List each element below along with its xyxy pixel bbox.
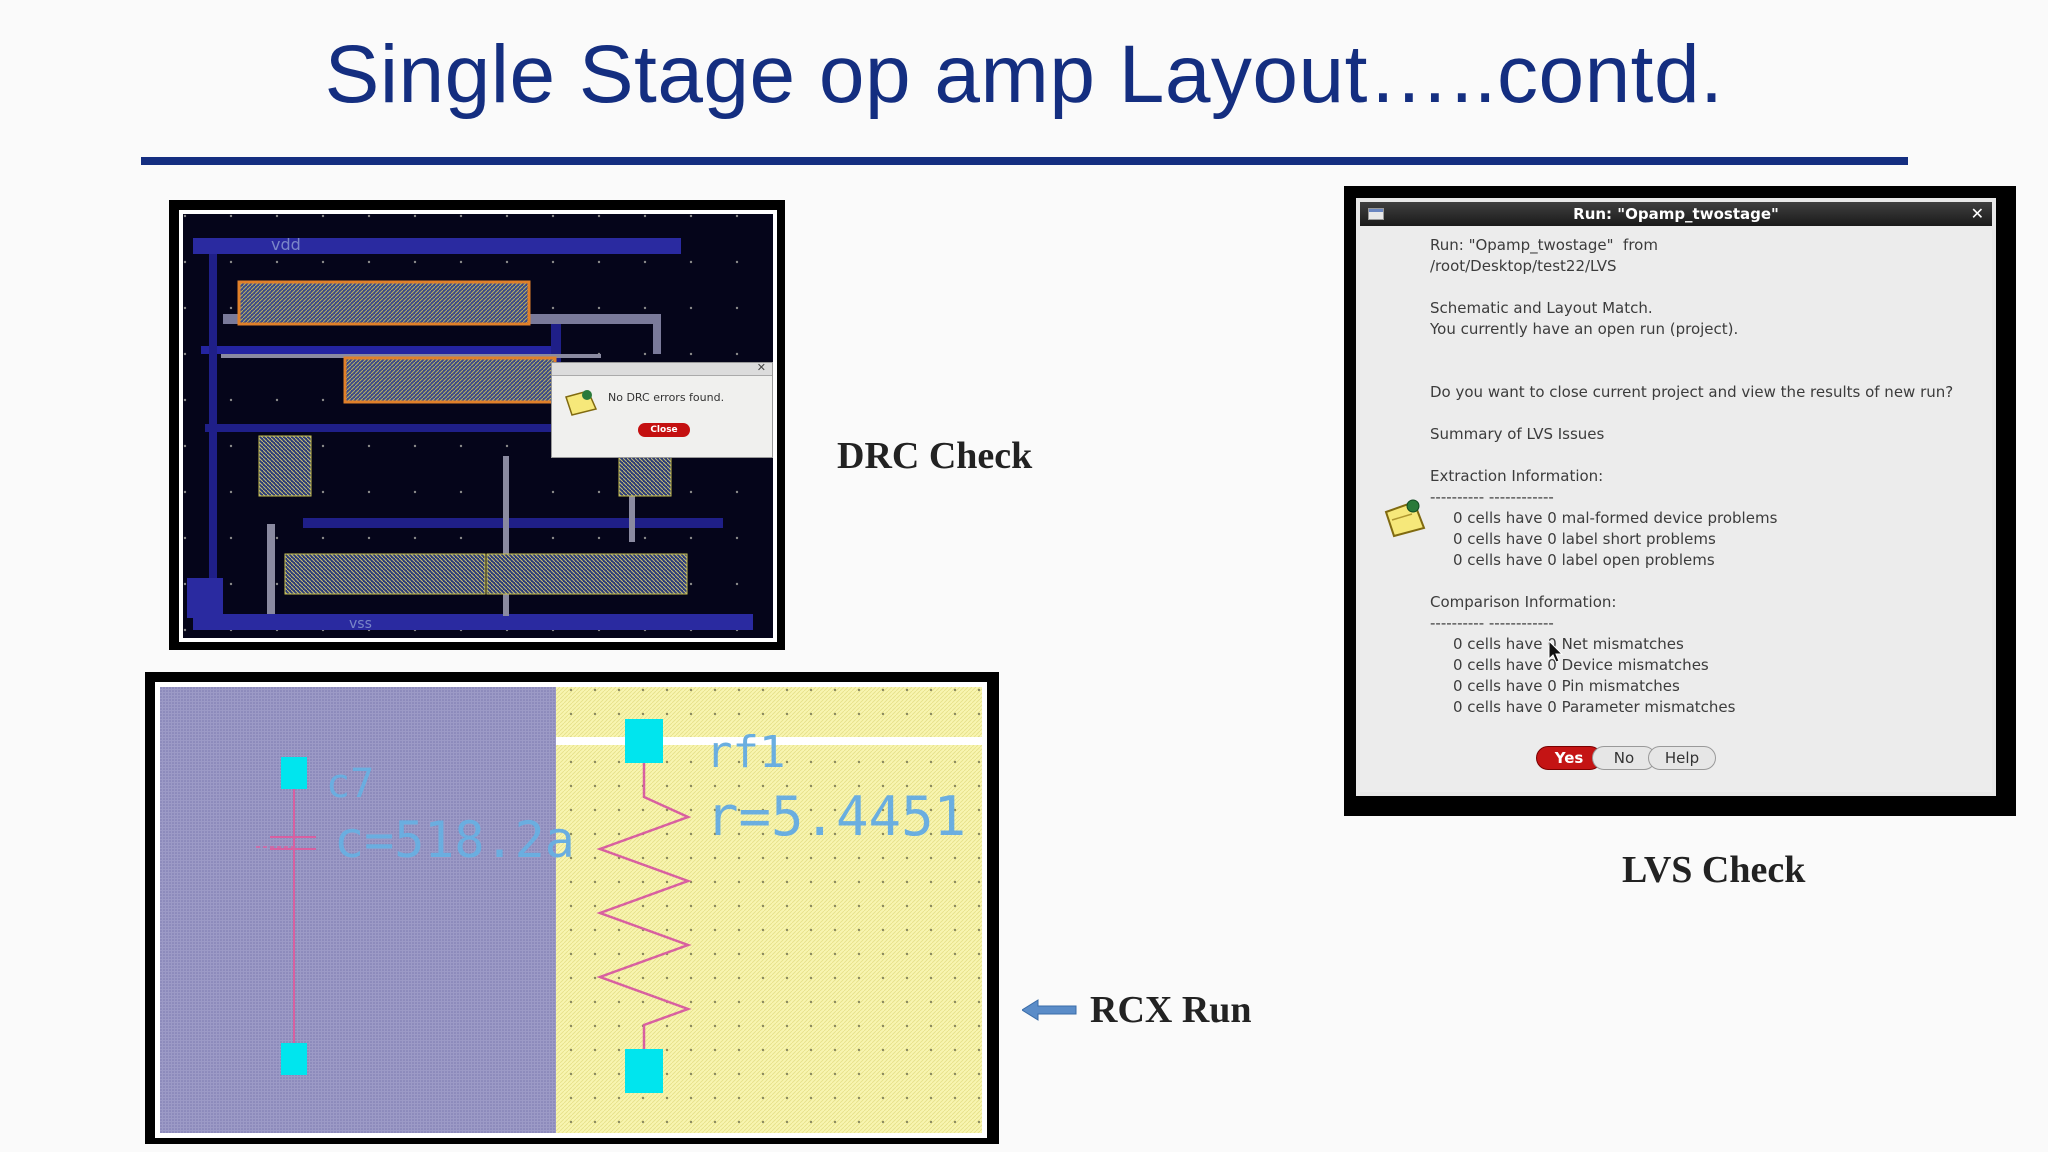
close-button[interactable]: Close xyxy=(638,423,690,437)
resistor-name: rf1 xyxy=(706,727,785,778)
no-button[interactable]: No xyxy=(1592,746,1656,770)
resistor-bottom-pad xyxy=(625,1049,663,1093)
comparison-item: 0 cells have 0 Parameter mismatches xyxy=(1453,698,1736,716)
title-underline xyxy=(141,157,1908,165)
yes-button[interactable]: Yes xyxy=(1536,746,1602,770)
slide-title: Single Stage op amp Layout…..contd. xyxy=(324,29,1724,120)
extraction-heading: Extraction Information: xyxy=(1430,467,1604,485)
drc-caption: DRC Check xyxy=(837,435,1033,477)
close-icon[interactable]: ✕ xyxy=(756,361,766,374)
drc-layout-view: vdd vss ✕ xyxy=(179,210,777,642)
lvs-caption: LVS Check xyxy=(1622,849,1806,891)
rcx-caption: RCX Run xyxy=(1090,989,1252,1031)
rcx-layout-view: c7 c=518.2a rf1 r=5.4451 xyxy=(155,682,987,1138)
rcx-layout-drawing: c7 c=518.2a rf1 r=5.4451 xyxy=(160,687,982,1133)
drc-screenshot: vdd vss ✕ xyxy=(169,200,785,650)
lvs-screenshot: Run: "Opamp_twostage" ✕ Run: "Opamp_twos… xyxy=(1344,186,2016,816)
lvs-dialog-body: Run: "Opamp_twostage" from /root/Desktop… xyxy=(1360,226,1992,792)
rcx-screenshot: c7 c=518.2a rf1 r=5.4451 xyxy=(145,672,999,1144)
summary-heading: Summary of LVS Issues xyxy=(1430,425,1605,443)
extraction-item: 0 cells have 0 mal-formed device problem… xyxy=(1453,509,1778,527)
drc-result-dialog: ✕ No DRC errors found. Close xyxy=(551,361,773,458)
run-line: Run: "Opamp_twostage" from xyxy=(1430,236,1658,254)
lvs-dialog-titlebar: Run: "Opamp_twostage" ✕ xyxy=(1360,202,1992,226)
extraction-item: 0 cells have 0 label open problems xyxy=(1453,551,1715,569)
run-path: /root/Desktop/test22/LVS xyxy=(1430,257,1617,275)
resistor-value: r=5.4451 xyxy=(706,785,966,848)
mouse-cursor-icon xyxy=(1548,640,1564,663)
capacitor-bottom-pad xyxy=(281,1043,307,1075)
comparison-item: 0 cells have 0 Pin mismatches xyxy=(1453,677,1680,695)
comparison-item: 0 cells have 0 Device mismatches xyxy=(1453,656,1709,674)
extraction-item: 0 cells have 0 label short problems xyxy=(1453,530,1716,548)
close-project-question: Do you want to close current project and… xyxy=(1430,383,1954,401)
left-arrow-icon xyxy=(1022,999,1077,1021)
comparison-divider: ---------- ------------ xyxy=(1430,614,1554,632)
drc-message: No DRC errors found. xyxy=(608,391,725,404)
lvs-dialog-title: Run: "Opamp_twostage" xyxy=(1573,205,1779,223)
open-run-note: You currently have an open run (project)… xyxy=(1430,320,1739,338)
resistor-top-pad xyxy=(625,719,663,763)
vdd-label: vdd xyxy=(271,235,301,254)
help-button[interactable]: Help xyxy=(1648,746,1716,770)
comparison-heading: Comparison Information: xyxy=(1430,593,1617,611)
note-icon xyxy=(565,390,598,416)
drc-dialog-titlebar: ✕ xyxy=(552,361,772,376)
window-icon xyxy=(1368,208,1384,220)
match-status: Schematic and Layout Match. xyxy=(1430,299,1653,317)
capacitor-name: c7 xyxy=(326,761,374,807)
extraction-divider: ---------- ------------ xyxy=(1430,488,1554,506)
comparison-item: 0 cells have 0 Net mismatches xyxy=(1453,635,1684,653)
note-icon xyxy=(1384,499,1426,538)
capacitor-value: c=518.2a xyxy=(334,811,575,869)
close-icon[interactable]: ✕ xyxy=(1970,204,1984,223)
capacitor-top-pad xyxy=(281,757,307,789)
vss-label: vss xyxy=(349,616,372,632)
lvs-run-dialog: Run: "Opamp_twostage" ✕ Run: "Opamp_twos… xyxy=(1356,198,1996,796)
